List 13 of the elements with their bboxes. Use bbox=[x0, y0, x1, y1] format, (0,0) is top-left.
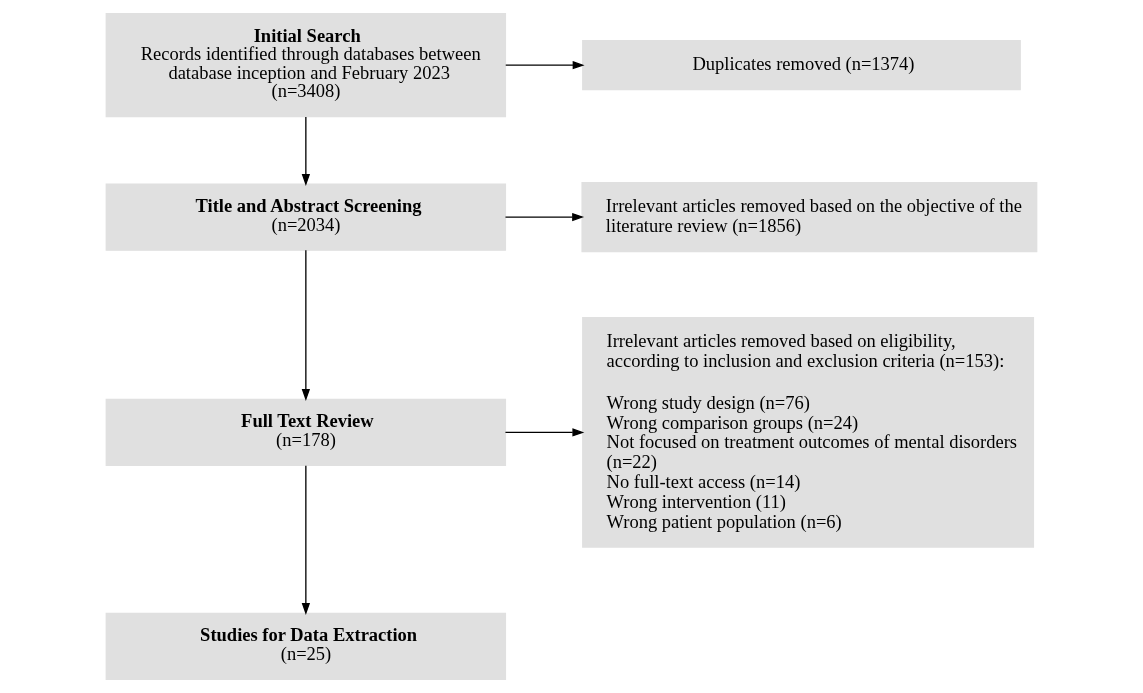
node-box: Irrelevant articles removed based on eligibility, according to inclusion and exclusion criteria (n=153): Wrong study design (n=76) Wrong comparison groups (n=24) Not focused on treatment outcomes of mental disorders (n=22) No full-text access (n=14) Wrong intervention (11) Wrong patient population (n=6) bbox=[582, 317, 1035, 548]
node-box: Initial Search Records identified through databases between database inception and February 2023 (n=3408) bbox=[105, 12, 507, 118]
arrow bbox=[301, 249, 311, 402]
node-box: Title and Abstract Screening (n=2034) bbox=[105, 183, 507, 251]
arrow bbox=[505, 60, 585, 70]
node-box: Studies for Data Extraction (n=25) bbox=[105, 612, 507, 681]
node-box: Full Text Review (n=178) bbox=[105, 398, 507, 467]
arrow bbox=[504, 212, 585, 222]
node-box: Duplicates removed (n=1374) bbox=[582, 40, 1021, 91]
arrow bbox=[504, 428, 585, 437]
arrow bbox=[301, 465, 311, 615]
arrow bbox=[301, 116, 311, 186]
node-box: Irrelevant articles removed based on the objective of the literature review (n=1856) bbox=[581, 182, 1038, 253]
